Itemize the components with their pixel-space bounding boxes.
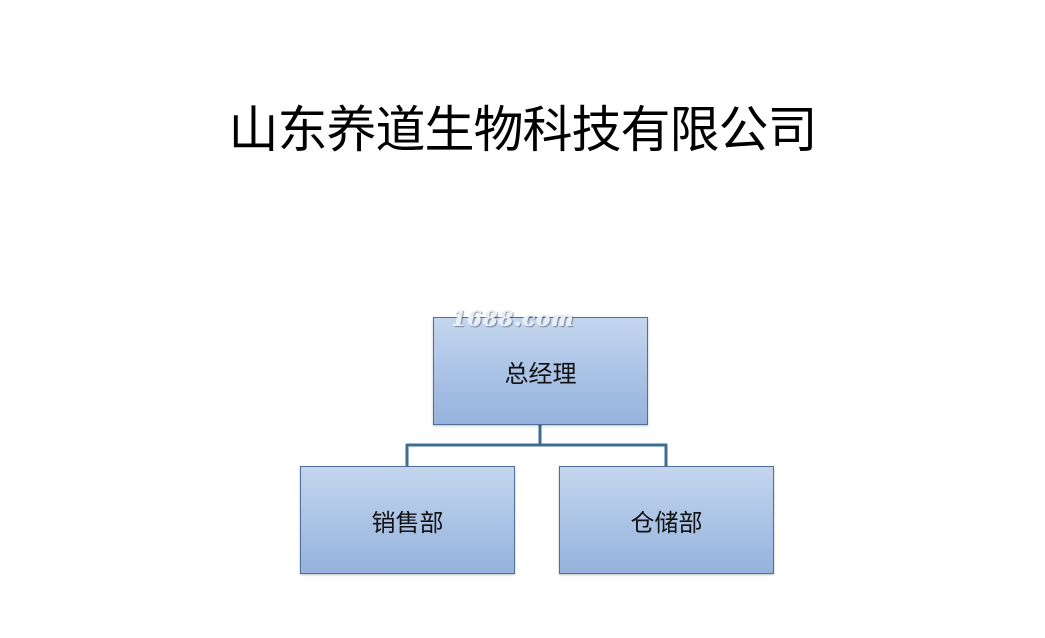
org-node-warehouse-department: 仓储部 <box>559 466 774 574</box>
org-node-label: 仓储部 <box>630 508 703 537</box>
org-node-label: 总经理 <box>504 359 577 388</box>
org-node-sales-department: 销售部 <box>300 466 515 574</box>
org-node-general-manager: 总经理 <box>433 317 648 425</box>
page-title: 山东养道生物科技有限公司 <box>228 101 818 159</box>
org-node-label: 销售部 <box>371 508 444 537</box>
